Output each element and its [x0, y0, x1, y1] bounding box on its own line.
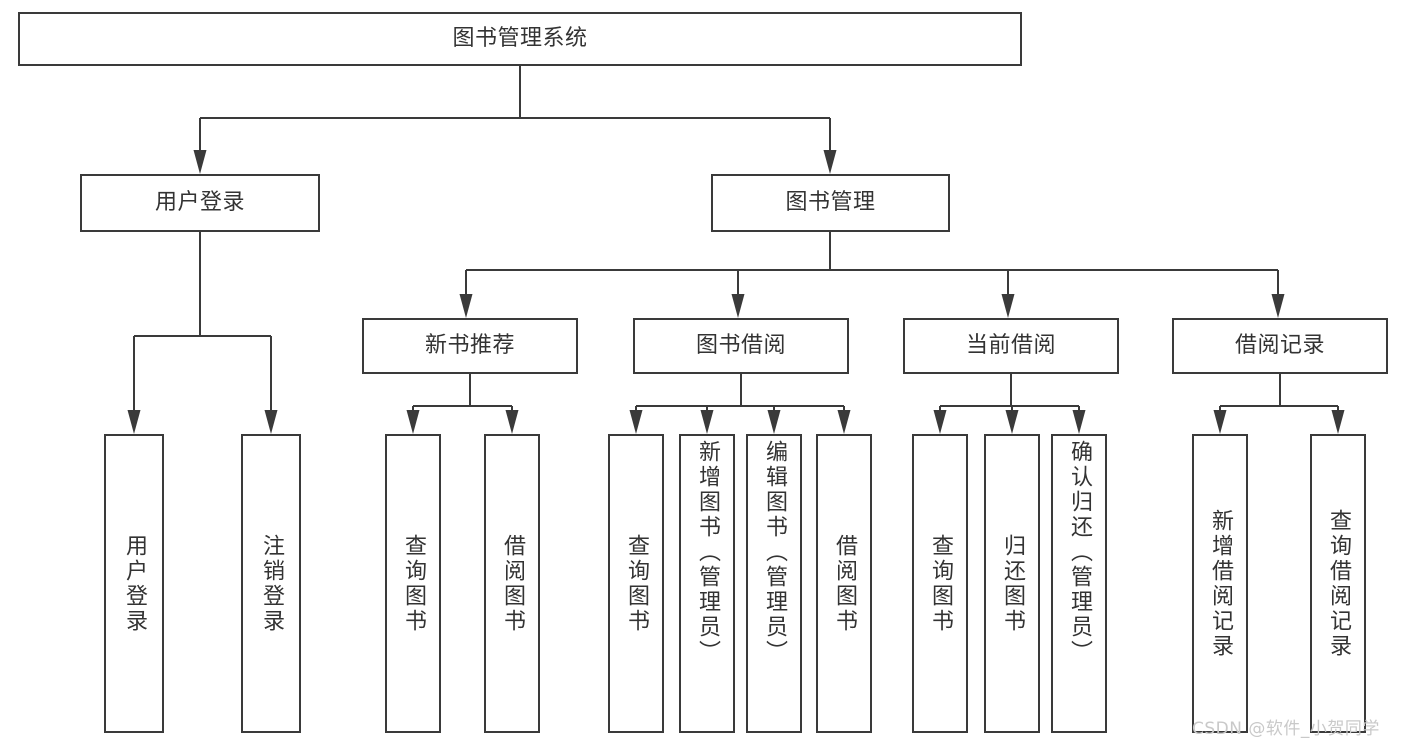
node-borrow-record[interactable]: 借阅记录 [1172, 318, 1388, 374]
arrowhead-newbook-to-leaves-1 [505, 410, 519, 434]
node-label-leaf-query-book-2: 查询图书 [624, 533, 649, 634]
arrowhead-bookborrow-to-leaves-1 [700, 410, 714, 434]
node-leaf-query-book-2[interactable]: 查询图书 [608, 434, 664, 733]
node-root[interactable]: 图书管理系统 [18, 12, 1022, 66]
arrowhead-bookmanage-to-level2-1 [731, 294, 745, 318]
node-label-leaf-edit-book: 编辑图书（管理员） [762, 440, 787, 665]
node-label-current-borrow: 当前借阅 [965, 333, 1056, 359]
node-label-leaf-query-book-3: 查询图书 [928, 533, 953, 634]
node-leaf-query-book-1[interactable]: 查询图书 [385, 434, 441, 733]
node-label-leaf-user-login: 用户登录 [122, 533, 147, 634]
node-leaf-query-record[interactable]: 查询借阅记录 [1310, 434, 1366, 733]
node-leaf-edit-book[interactable]: 编辑图书（管理员） [746, 434, 802, 733]
node-label-book-borrow: 图书借阅 [695, 333, 786, 359]
node-book-borrow[interactable]: 图书借阅 [633, 318, 849, 374]
node-leaf-borrow-book-1[interactable]: 借阅图书 [484, 434, 540, 733]
arrowhead-bookmanage-to-level2-3 [1271, 294, 1285, 318]
arrowhead-currentborrow-to-leaves-1 [1005, 410, 1019, 434]
node-label-new-book-rec: 新书推荐 [424, 333, 515, 359]
arrowhead-userlogin-to-leaves-1 [264, 410, 278, 434]
node-label-root: 图书管理系统 [452, 26, 588, 52]
node-label-leaf-borrow-book-1: 借阅图书 [500, 533, 525, 634]
node-label-user-login: 用户登录 [154, 190, 245, 216]
node-label-leaf-query-book-1: 查询图书 [401, 533, 426, 634]
node-leaf-confirm-return[interactable]: 确认归还（管理员） [1051, 434, 1107, 733]
node-current-borrow[interactable]: 当前借阅 [903, 318, 1119, 374]
node-leaf-query-book-3[interactable]: 查询图书 [912, 434, 968, 733]
node-label-leaf-borrow-book-2: 借阅图书 [832, 533, 857, 634]
node-leaf-logout[interactable]: 注销登录 [241, 434, 301, 733]
node-user-login[interactable]: 用户登录 [80, 174, 320, 232]
arrowhead-root-to-level1-1 [823, 150, 837, 174]
node-label-leaf-query-record: 查询借阅记录 [1326, 508, 1351, 659]
node-label-leaf-add-record: 新增借阅记录 [1208, 508, 1233, 659]
arrowhead-bookmanage-to-level2-2 [1001, 294, 1015, 318]
node-leaf-return-book[interactable]: 归还图书 [984, 434, 1040, 733]
arrowhead-currentborrow-to-leaves-2 [1072, 410, 1086, 434]
node-label-leaf-logout: 注销登录 [259, 533, 284, 634]
arrowhead-bookborrow-to-leaves-2 [767, 410, 781, 434]
node-book-manage[interactable]: 图书管理 [711, 174, 950, 232]
arrowhead-newbook-to-leaves-0 [406, 410, 420, 434]
arrowhead-bookmanage-to-level2-0 [459, 294, 473, 318]
node-label-leaf-confirm-return: 确认归还（管理员） [1067, 440, 1092, 665]
arrowhead-borrowrecord-to-leaves-0 [1213, 410, 1227, 434]
node-leaf-add-record[interactable]: 新增借阅记录 [1192, 434, 1248, 733]
node-label-leaf-return-book: 归还图书 [1000, 533, 1025, 634]
node-leaf-borrow-book-2[interactable]: 借阅图书 [816, 434, 872, 733]
node-label-borrow-record: 借阅记录 [1234, 333, 1325, 359]
arrowhead-borrowrecord-to-leaves-1 [1331, 410, 1345, 434]
node-label-book-manage: 图书管理 [785, 190, 876, 216]
arrowhead-bookborrow-to-leaves-3 [837, 410, 851, 434]
arrowhead-currentborrow-to-leaves-0 [933, 410, 947, 434]
node-leaf-add-book[interactable]: 新增图书（管理员） [679, 434, 735, 733]
node-label-leaf-add-book: 新增图书（管理员） [695, 440, 720, 665]
arrowhead-root-to-level1-0 [193, 150, 207, 174]
arrowhead-bookborrow-to-leaves-0 [629, 410, 643, 434]
arrowhead-userlogin-to-leaves-0 [127, 410, 141, 434]
node-leaf-user-login[interactable]: 用户登录 [104, 434, 164, 733]
node-new-book-rec[interactable]: 新书推荐 [362, 318, 578, 374]
